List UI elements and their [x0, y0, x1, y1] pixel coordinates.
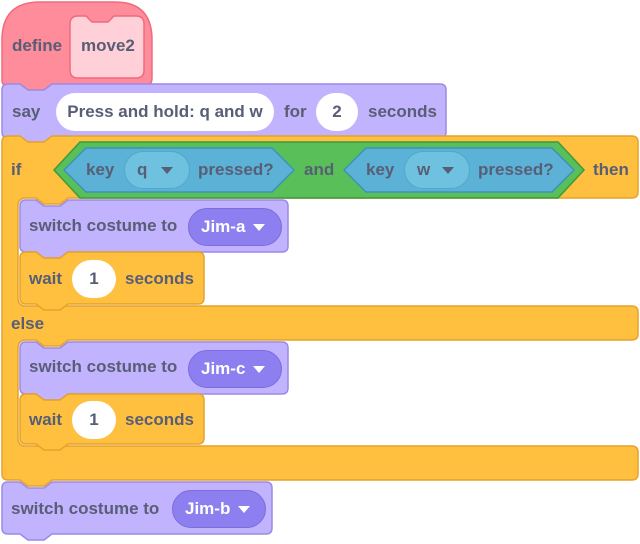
- define-keyword: define: [12, 36, 63, 55]
- define-name-shape[interactable]: [69, 15, 145, 79]
- left-key-label: key: [86, 160, 115, 179]
- chevron-down-icon: [253, 365, 266, 373]
- then-seconds-label: seconds: [125, 269, 194, 288]
- define-name-label: move2: [81, 36, 135, 55]
- chevron-down-icon: [161, 166, 174, 174]
- else-wait-input[interactable]: 1: [72, 401, 116, 439]
- then-switch-label: switch costume to: [29, 216, 178, 235]
- else-switch-label: switch costume to: [29, 357, 178, 376]
- if-keyword: if: [11, 160, 22, 179]
- chevron-down-icon: [442, 166, 455, 174]
- say-message-input[interactable]: Press and hold: q and w: [56, 93, 274, 131]
- say-duration-input[interactable]: 2: [316, 93, 358, 131]
- final-costume-value: Jim-b: [185, 499, 231, 518]
- chevron-down-icon: [238, 505, 251, 513]
- else-seconds-label: seconds: [125, 410, 194, 429]
- else-wait-label: wait: [29, 410, 63, 429]
- say-keyword: say: [12, 102, 41, 121]
- then-wait-label: wait: [29, 269, 63, 288]
- then-label: then: [593, 160, 629, 179]
- right-pressed-label: pressed?: [478, 160, 554, 179]
- say-for-label: for: [284, 102, 307, 121]
- then-costume-value: Jim-a: [201, 217, 246, 236]
- left-pressed-label: pressed?: [198, 160, 274, 179]
- then-wait-input[interactable]: 1: [72, 260, 116, 298]
- right-key-value: w: [417, 160, 431, 179]
- else-costume-dropdown[interactable]: Jim-c: [188, 350, 282, 388]
- left-key-dropdown[interactable]: q: [124, 151, 190, 189]
- else-label: else: [11, 314, 45, 333]
- final-switch-label: switch costume to: [11, 499, 160, 518]
- then-costume-dropdown[interactable]: Jim-a: [188, 208, 282, 246]
- chevron-down-icon: [253, 223, 266, 231]
- right-key-dropdown[interactable]: w: [404, 151, 470, 189]
- say-seconds-label: seconds: [368, 102, 437, 121]
- right-key-label: key: [366, 160, 395, 179]
- final-costume-dropdown[interactable]: Jim-b: [172, 490, 266, 528]
- left-key-value: q: [137, 160, 148, 179]
- and-label: and: [304, 160, 335, 179]
- if-else-block[interactable]: [1, 135, 639, 487]
- else-costume-value: Jim-c: [201, 359, 246, 378]
